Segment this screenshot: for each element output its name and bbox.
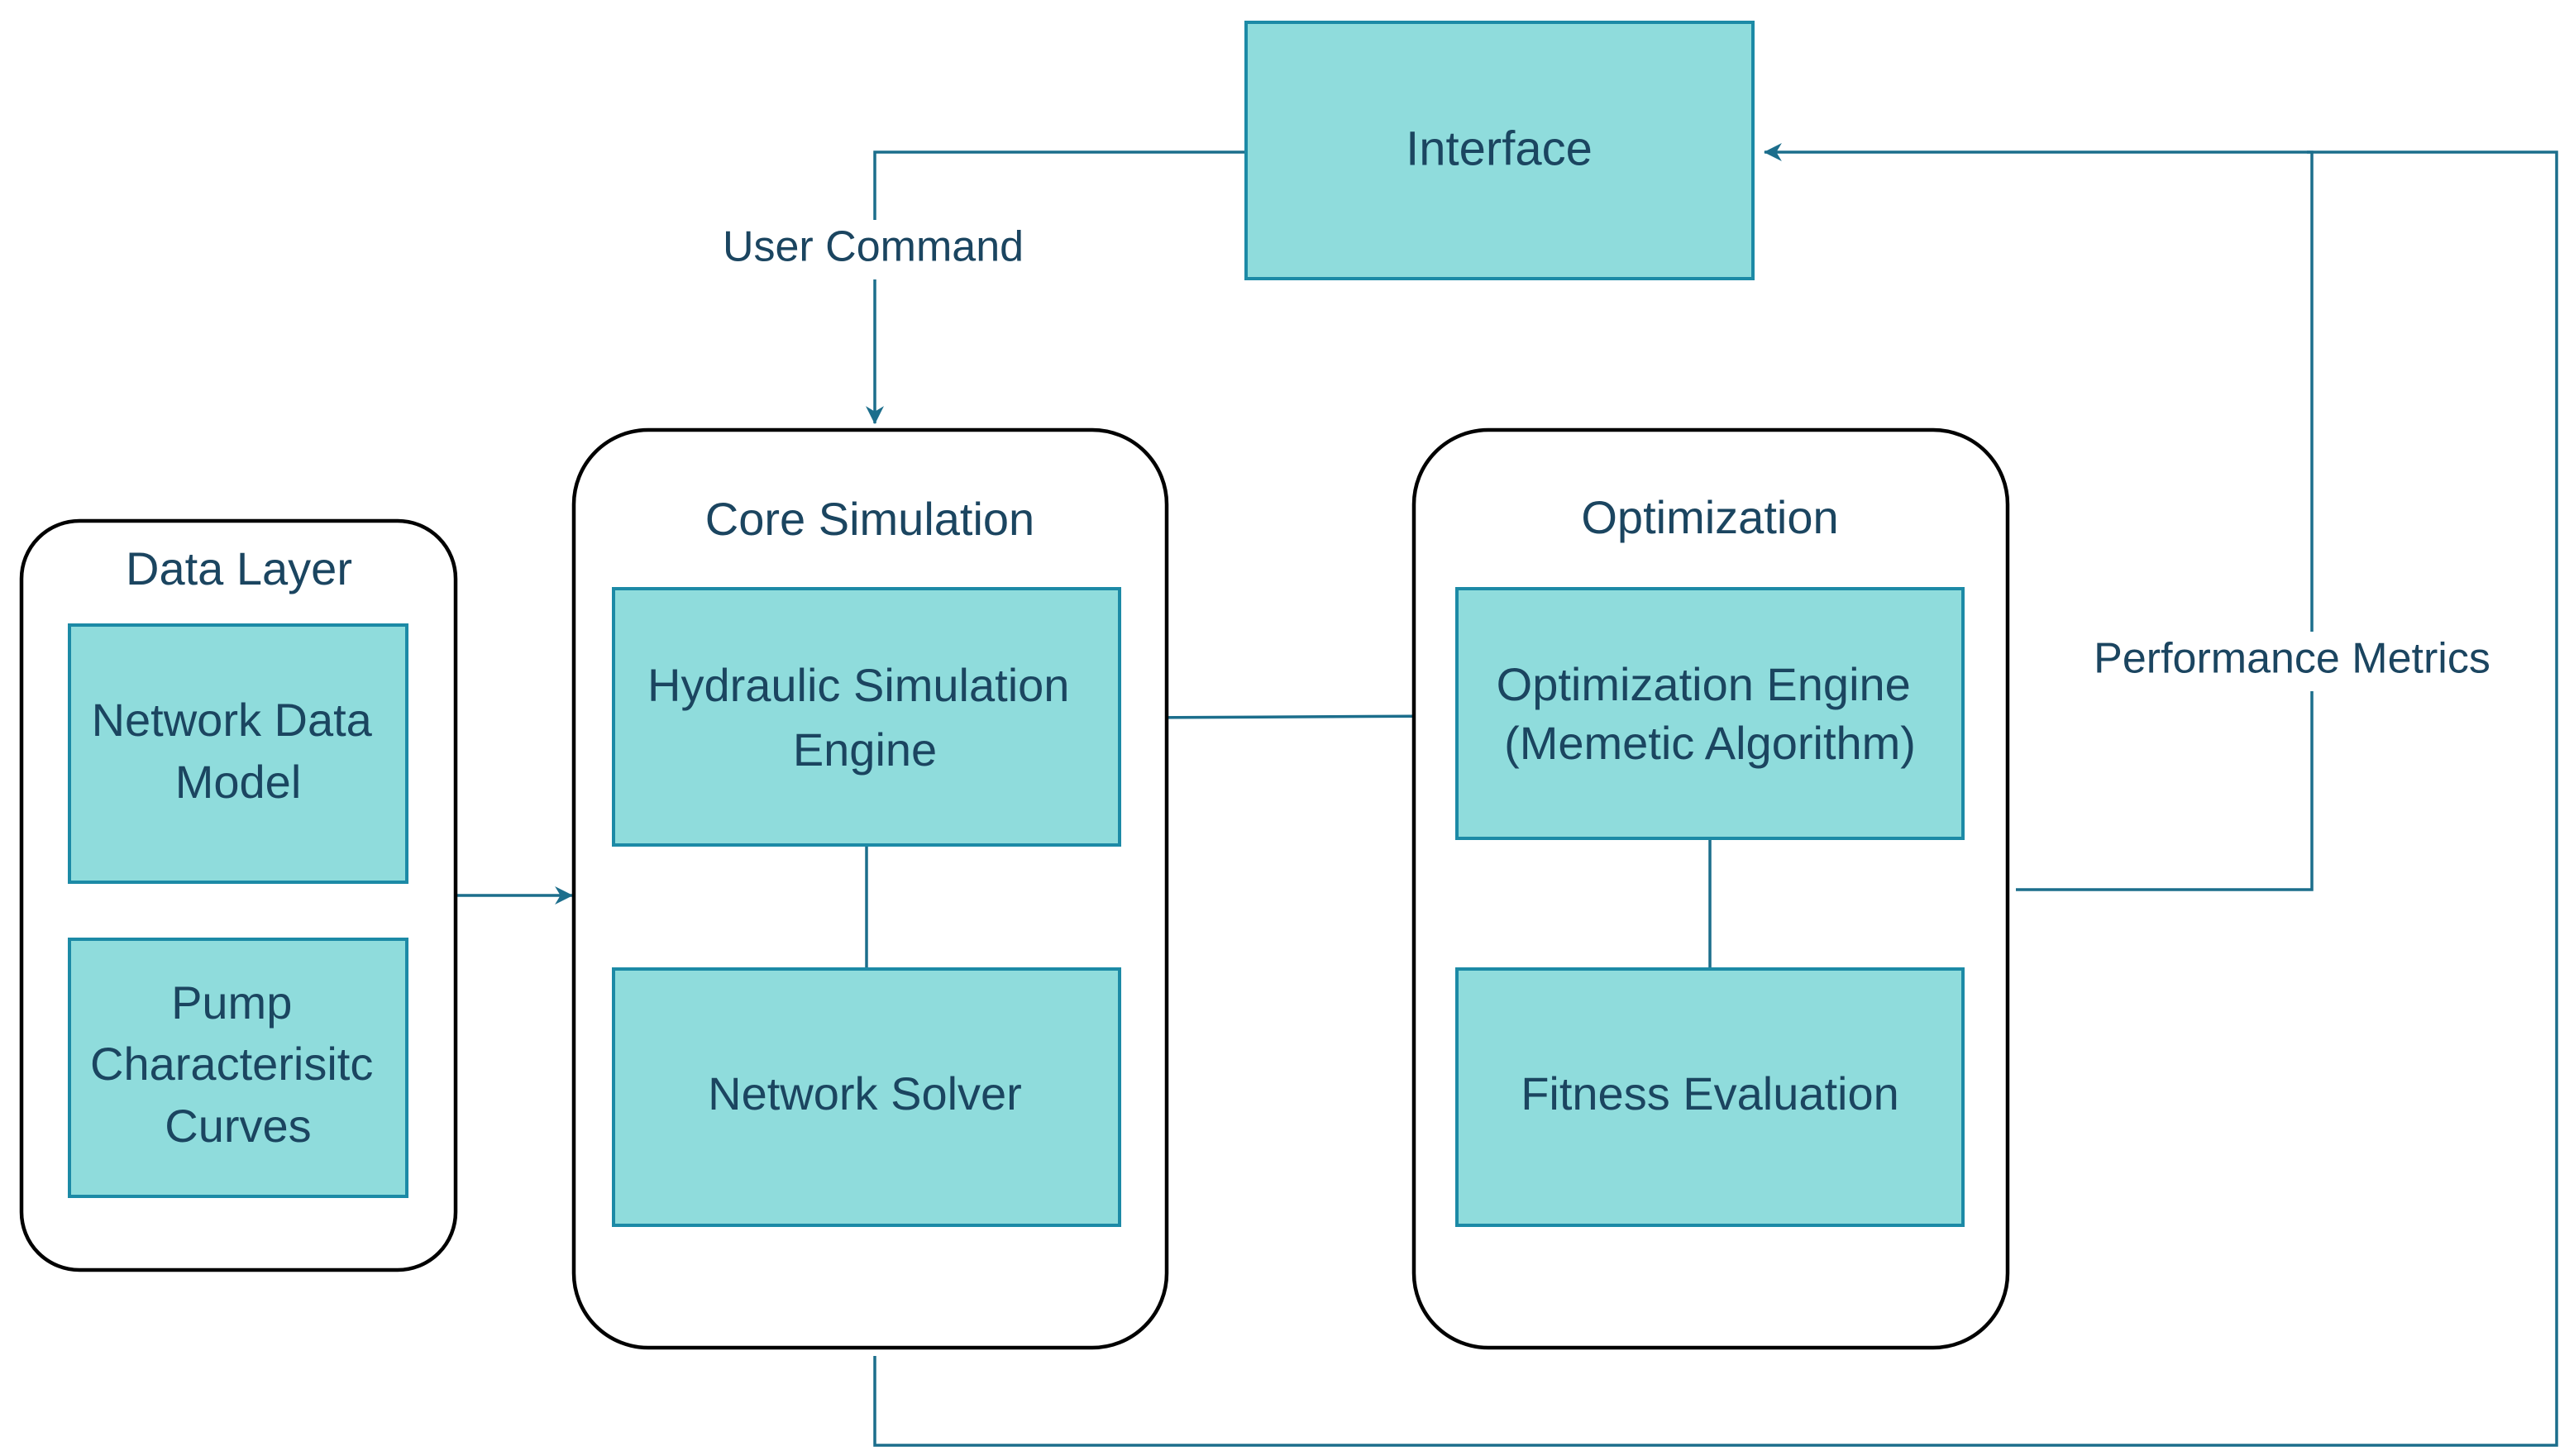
hydraulic-engine-line-1: Hydraulic Simulation: [647, 659, 1069, 711]
pump-curves-line-1: Pump: [171, 976, 292, 1029]
optimization-title: Optimization: [1581, 491, 1838, 543]
network-solver-label: Network Solver: [708, 1067, 1022, 1119]
data-layer-title: Data Layer: [126, 542, 352, 594]
pump-curves-label: Pump Characterisitc Curves: [90, 976, 386, 1152]
pump-curves-box: [68, 938, 408, 1198]
interface-box: [1244, 21, 1755, 280]
fitness-evaluation-box: [1455, 967, 1965, 1227]
hydraulic-engine-line-2: Engine: [793, 723, 937, 776]
network-solver-box: [612, 967, 1121, 1227]
core-simulation-title: Core Simulation: [705, 493, 1034, 545]
pump-curves-line-2: Characterisitc: [90, 1038, 373, 1090]
network-data-model-line-2: Model: [175, 756, 302, 808]
user-command-label-bg: [701, 220, 1048, 279]
network-data-model-box: [68, 623, 408, 884]
optimization-engine-label: Optimization Engine (Memetic Algorithm): [1497, 658, 1924, 769]
performance-metrics-edge: [1763, 143, 2314, 891]
optimization-engine-line-2: (Memetic Algorithm): [1504, 717, 1916, 769]
hydraulic-engine-label: Hydraulic Simulation Engine: [647, 659, 1082, 776]
optimization-engine-box: [1455, 587, 1965, 840]
interface-label: Interface: [1406, 122, 1593, 175]
user-command-edge: [866, 150, 1253, 425]
pump-curves-line-3: Curves: [165, 1100, 311, 1152]
network-data-model-line-1: Network Data: [92, 694, 373, 746]
core-to-interface-loop-edge: [873, 150, 2558, 1447]
performance-metrics-label-bg: [2074, 632, 2512, 691]
optimization-engine-line-1: Optimization Engine: [1497, 658, 1911, 710]
engine-bidirectional-edge: [1126, 707, 1459, 727]
hydraulic-engine-box: [612, 587, 1121, 847]
network-data-model-label: Network Data Model: [92, 694, 385, 808]
fitness-evaluation-label: Fitness Evaluation: [1521, 1067, 1899, 1119]
performance-metrics-label: Performance Metrics: [2094, 635, 2490, 683]
user-command-label: User Command: [723, 223, 1024, 271]
